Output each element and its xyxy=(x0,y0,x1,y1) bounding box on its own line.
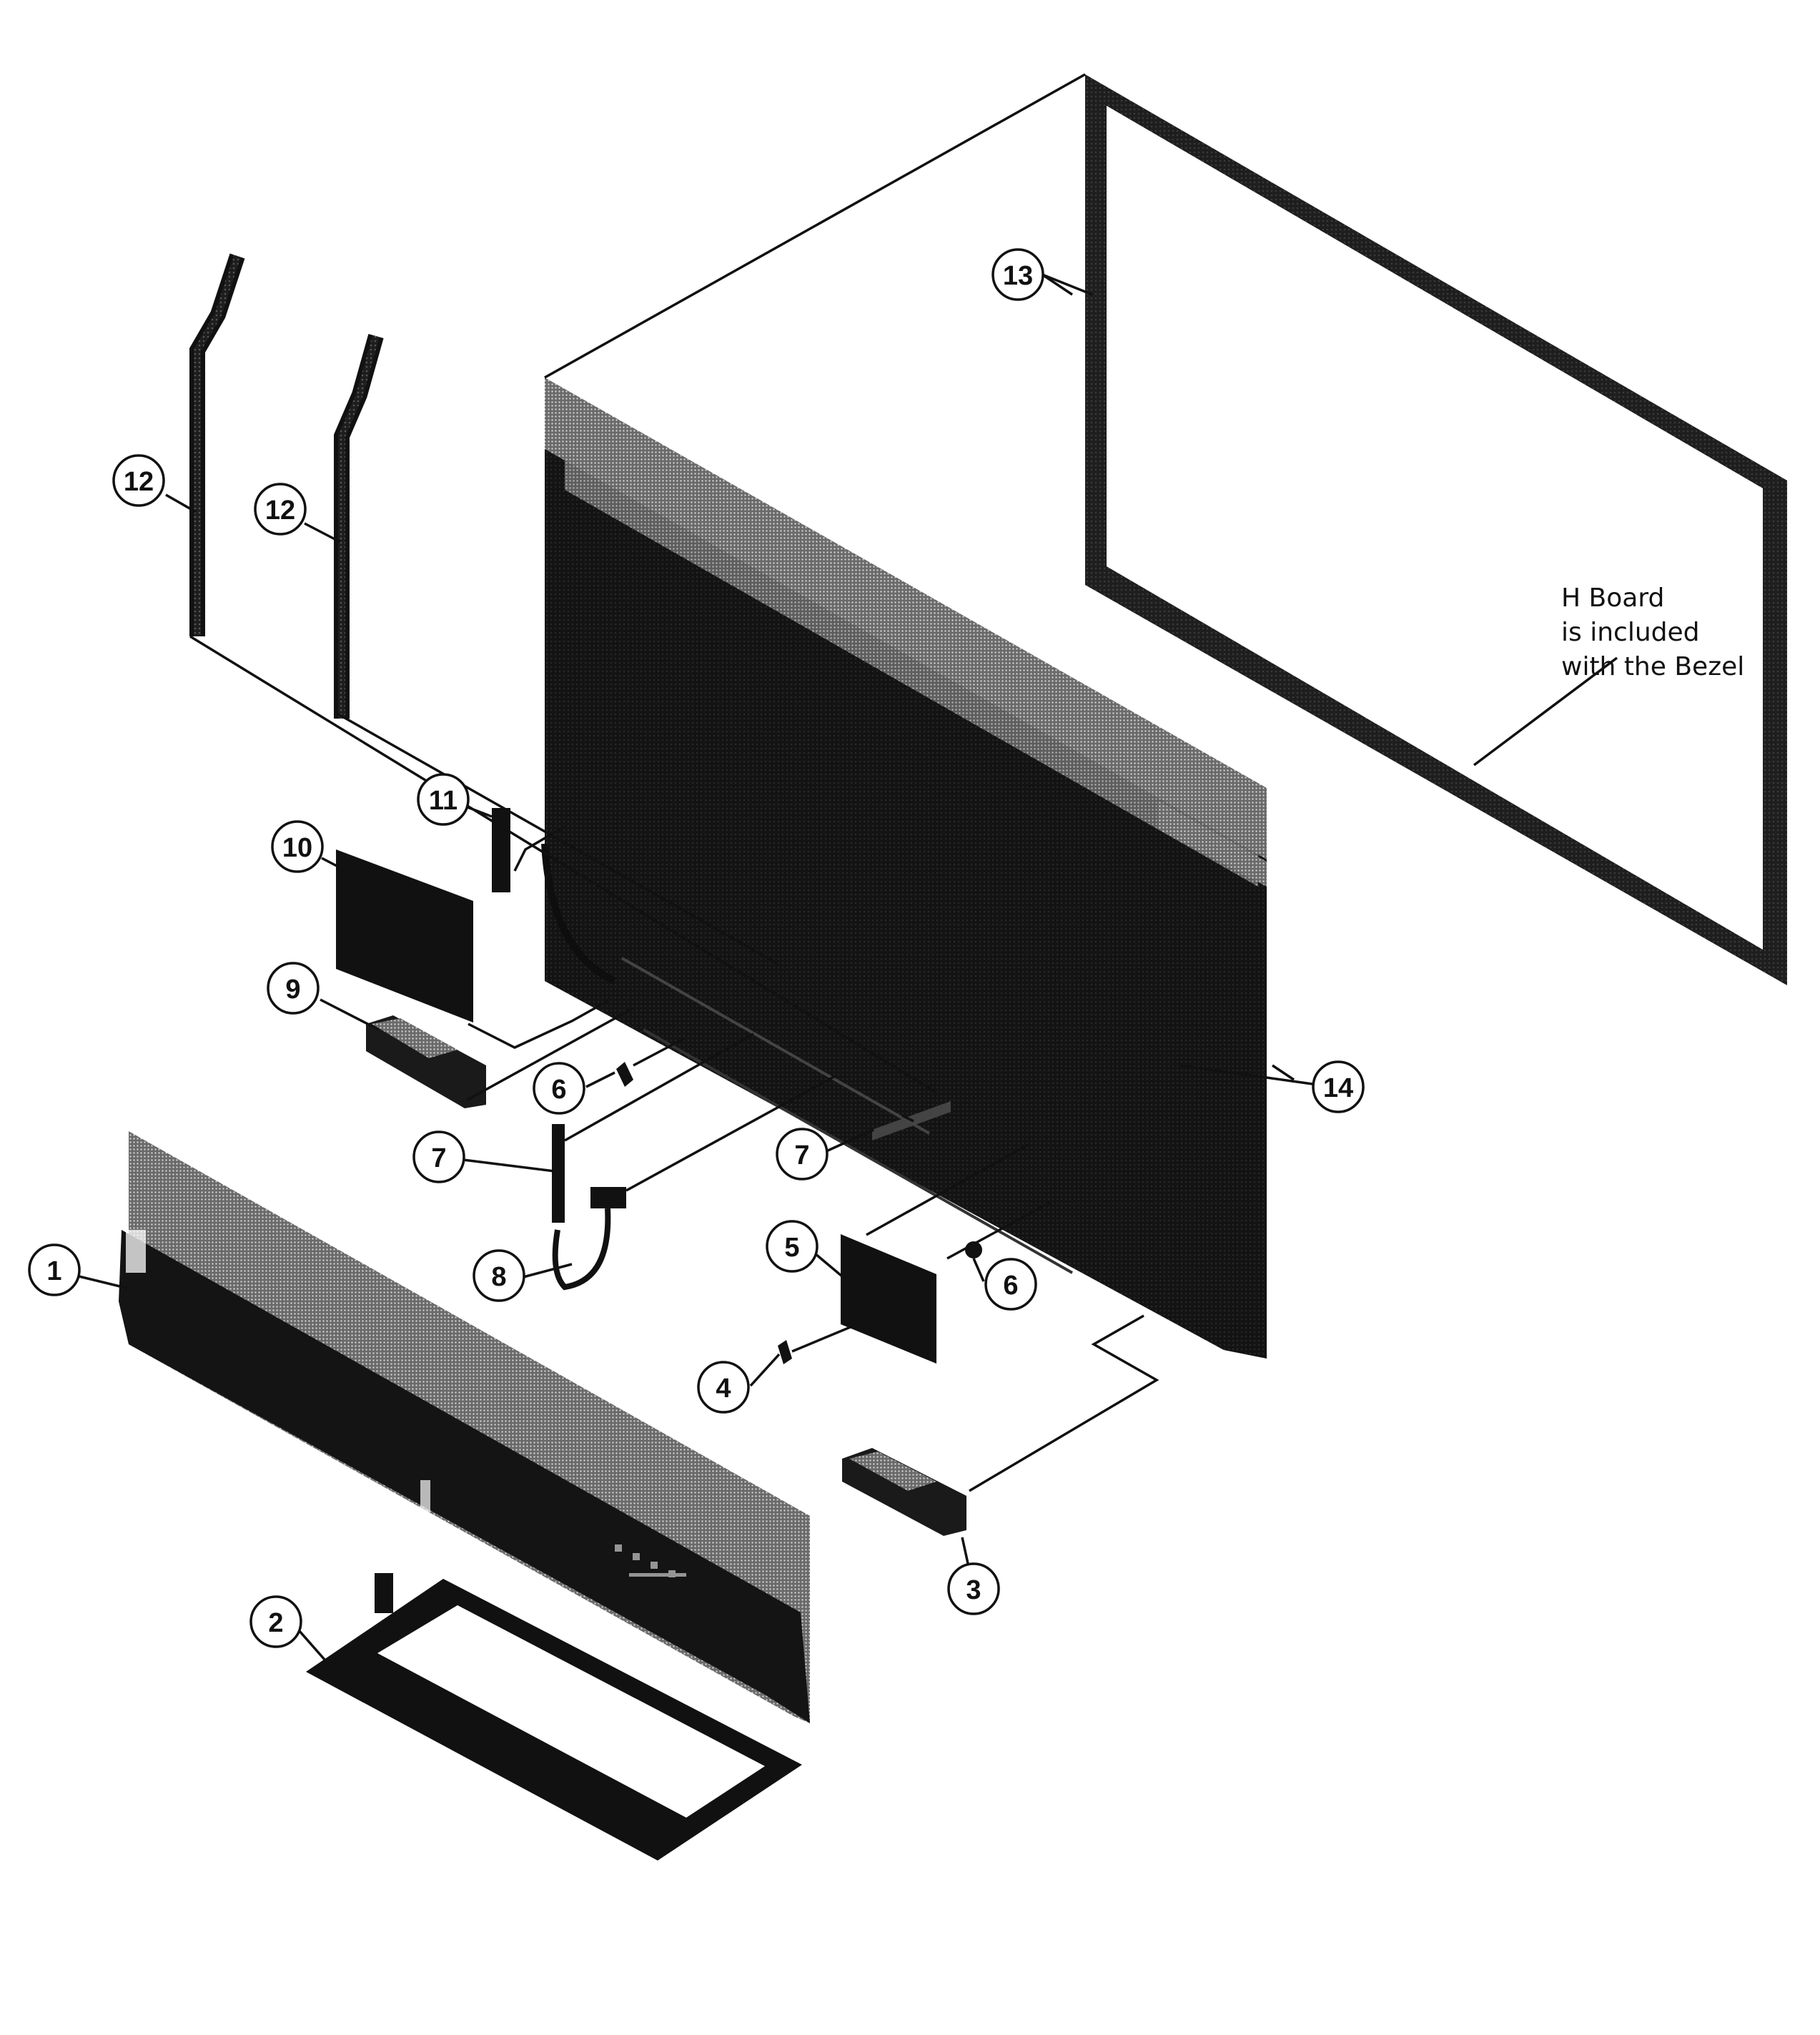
svg-text:1: 1 xyxy=(46,1256,61,1286)
speaker-unit-9 xyxy=(366,1015,486,1108)
svg-text:8: 8 xyxy=(491,1262,506,1292)
note-line-3: with the Bezel xyxy=(1561,652,1744,681)
callout-10: 10 xyxy=(271,820,324,873)
note-line-1: H Board xyxy=(1561,583,1664,613)
callout-3: 3 xyxy=(947,1562,1000,1615)
svg-text:7: 7 xyxy=(794,1140,809,1171)
callout-12-left: 12 xyxy=(112,454,165,507)
callouts: 1 2 3 4 5 6 6 7 7 8 9 10 11 12 12 13 14 xyxy=(28,248,1365,1648)
circuit-board-5 xyxy=(841,1234,936,1364)
svg-text:4: 4 xyxy=(716,1374,731,1404)
svg-text:10: 10 xyxy=(282,833,312,863)
circuit-board-11 xyxy=(492,808,510,892)
callout-7-right: 7 xyxy=(776,1128,829,1181)
speaker-rail-left xyxy=(189,253,245,636)
callout-6-right: 6 xyxy=(984,1258,1037,1311)
svg-text:3: 3 xyxy=(966,1575,981,1605)
cable-8 xyxy=(552,1187,626,1291)
svg-text:7: 7 xyxy=(431,1143,446,1173)
speaker-rail-right xyxy=(334,334,384,719)
callout-12-right: 12 xyxy=(254,483,307,536)
svg-text:6: 6 xyxy=(1003,1271,1018,1301)
svg-text:5: 5 xyxy=(784,1233,799,1263)
callout-5: 5 xyxy=(766,1220,818,1273)
callout-1: 1 xyxy=(28,1243,81,1296)
callout-8: 8 xyxy=(473,1249,525,1302)
svg-text:12: 12 xyxy=(124,467,154,497)
callout-14: 14 xyxy=(1312,1060,1365,1113)
front-speaker-panel xyxy=(119,1131,810,1723)
svg-text:13: 13 xyxy=(1003,261,1033,291)
h-board-note: H Board is included with the Bezel xyxy=(1561,583,1744,681)
note-line-2: is included xyxy=(1561,618,1699,647)
small-part-4 xyxy=(778,1340,792,1364)
callout-11: 11 xyxy=(417,773,470,826)
svg-text:12: 12 xyxy=(265,496,295,526)
callout-13: 13 xyxy=(991,248,1044,301)
circuit-board-10 xyxy=(336,849,473,1023)
callout-4: 4 xyxy=(697,1361,750,1414)
lower-frame xyxy=(306,1573,802,1861)
small-part-6-left xyxy=(616,1062,633,1087)
svg-text:11: 11 xyxy=(429,786,458,816)
callout-6-left: 6 xyxy=(533,1062,585,1115)
callout-7-left: 7 xyxy=(412,1130,465,1183)
callout-2: 2 xyxy=(249,1595,302,1648)
svg-text:2: 2 xyxy=(268,1608,283,1638)
circuit-board-7-left xyxy=(552,1124,565,1223)
callout-9: 9 xyxy=(267,962,320,1015)
main-cabinet xyxy=(541,378,1267,1359)
leader-lines xyxy=(189,73,1295,1492)
svg-text:6: 6 xyxy=(551,1075,566,1105)
speaker-unit-3 xyxy=(842,1448,966,1536)
svg-text:14: 14 xyxy=(1323,1073,1353,1103)
svg-text:9: 9 xyxy=(285,975,300,1005)
bezel-frame xyxy=(1085,74,1787,985)
